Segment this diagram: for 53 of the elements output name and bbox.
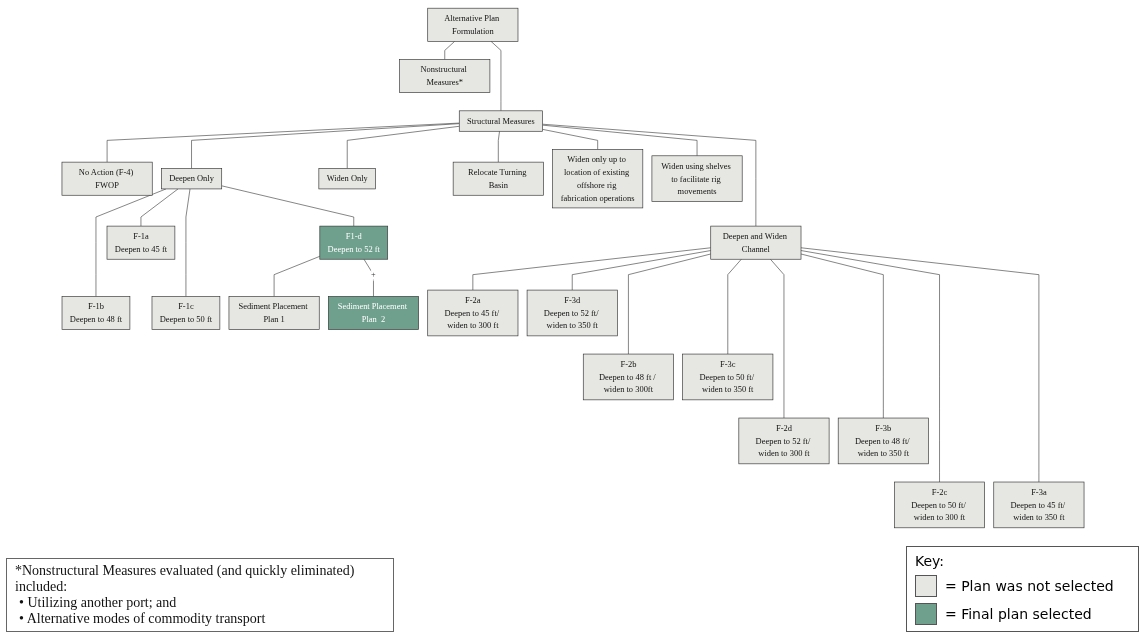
node-box: Widen Only (318, 167, 376, 189)
node-box: F-2d Deepen to 52 ft/ widen to 300 ft (738, 417, 829, 464)
node-box: Deepen and Widen Channel (709, 225, 801, 260)
node-box: F-3c Deepen to 50 ft/ widen to 350 ft (681, 353, 773, 400)
node-box: Deepen Only (160, 167, 222, 189)
node-box: F-1b Deepen to 48 ft (61, 295, 130, 330)
node-box: Widen only up to location of existing offshore rig fabrication operations (551, 148, 643, 208)
note-text: *Nonstructural Measures evaluated (and quickly eliminated) included: (15, 563, 356, 595)
connector (140, 188, 178, 226)
connector (769, 258, 784, 418)
node-box: F-1c Deepen to 50 ft (151, 295, 220, 330)
legend-title: Key: (915, 553, 946, 569)
connector (443, 40, 455, 60)
node-box: F-2b Deepen to 48 ft / widen to 300ft (582, 353, 674, 400)
connector (800, 253, 884, 418)
connector (627, 253, 711, 354)
connector (190, 122, 460, 169)
node-box: Sediment Placement Plan 2 (327, 295, 419, 330)
node-box: F-3b Deepen to 48 ft/ widen to 350 ft (837, 417, 929, 464)
node-box: F-2c Deepen to 50 ft/ widen to 300 ft (893, 481, 985, 528)
node-box: Nonstructural Measures* (398, 58, 490, 93)
connector (541, 128, 598, 150)
connector (541, 123, 756, 226)
edge-label: + (370, 269, 376, 279)
connector (106, 122, 460, 162)
legend-text: = Final plan selected (945, 606, 1092, 622)
connector (95, 188, 166, 297)
connector (185, 188, 190, 297)
node-box: No Action (F-4) FWOP (61, 161, 153, 196)
connector (800, 246, 1039, 482)
connector (273, 255, 320, 297)
connector (571, 249, 711, 290)
connector (472, 246, 711, 290)
node-box: Relocate Turning Basin (452, 161, 544, 196)
connector (490, 40, 501, 111)
node-box: F-2a Deepen to 45 ft/ widen to 300 ft (426, 289, 518, 336)
connector (541, 124, 697, 156)
connector (726, 258, 742, 354)
node-box: Sediment Placement Plan 1 (228, 295, 320, 330)
connector (800, 249, 940, 482)
node-box: F1-d Deepen to 52 ft (319, 225, 388, 260)
node-box: Widen using shelves to facilitate rig movements (651, 154, 742, 202)
bullet-item: • Alternative modes of commodity transport (19, 611, 267, 627)
legend-text: = Plan was not selected (945, 578, 1114, 594)
node-box: F-3a Deepen to 45 ft/ widen to 350 ft (992, 481, 1084, 528)
bullet-item: • Utilizing another port; and (19, 595, 178, 611)
connector (220, 185, 354, 226)
connector (346, 125, 460, 169)
node-box: Structural Measures (458, 110, 543, 132)
connector (497, 130, 500, 162)
node-box: Alternative Plan Formulation (426, 7, 518, 42)
node-box: F-3d Deepen to 52 ft/ widen to 350 ft (526, 289, 618, 336)
node-box: F-1a Deepen to 45 ft (106, 225, 175, 260)
